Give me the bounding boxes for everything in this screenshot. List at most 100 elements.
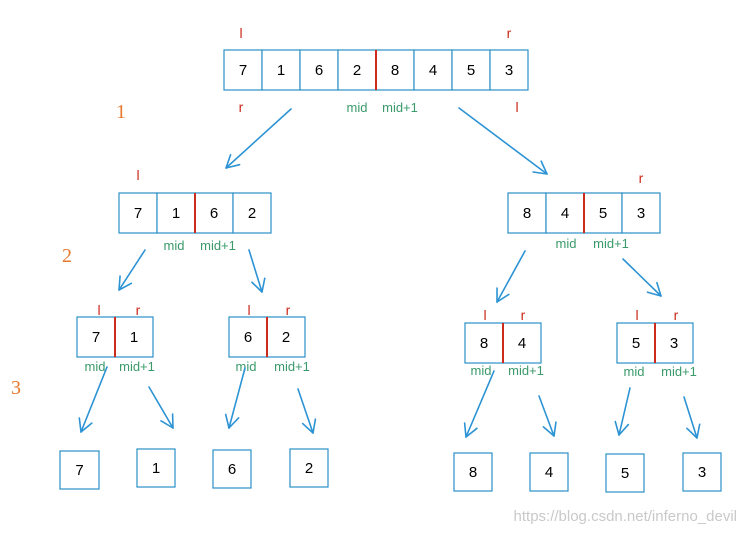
right-pointer-label: r (674, 307, 679, 323)
arrow (496, 250, 526, 303)
mid-label: mid (347, 100, 368, 115)
arrow (148, 386, 174, 429)
cell-value: 1 (277, 62, 285, 79)
array-cell (156, 192, 196, 234)
cell-value: 4 (561, 205, 569, 222)
cell-value: 1 (172, 205, 180, 222)
cell-value: 6 (228, 461, 236, 478)
cell-value: 6 (210, 205, 218, 222)
arrow (225, 108, 292, 169)
right-pointer-label: r (521, 307, 526, 323)
array-cell (654, 322, 694, 364)
arrow (538, 395, 557, 437)
cell-value: 5 (599, 205, 607, 222)
left-pointer-label: l (483, 307, 486, 323)
cell-value: 2 (305, 460, 313, 477)
array-cell (59, 450, 100, 490)
cell-value: 6 (315, 62, 323, 79)
array-cell (212, 449, 252, 489)
array-cell (375, 49, 415, 91)
arrow (622, 258, 662, 297)
cell-value: 8 (480, 335, 488, 352)
cell-value: 7 (92, 329, 100, 346)
array-cell (266, 316, 306, 358)
array-cell (136, 448, 176, 488)
arrow (683, 396, 701, 439)
cell-value: 7 (239, 62, 247, 79)
cell-value: 2 (282, 329, 290, 346)
array-cell (228, 316, 268, 358)
array-box: 8 4 5 3 (507, 192, 661, 234)
array-cell (489, 49, 529, 91)
mid-label: mid (236, 359, 257, 374)
watermark: https://blog.csdn.net/inferno_devil (514, 508, 737, 525)
array-cell (261, 49, 301, 91)
right-pointer-label: r (639, 170, 644, 186)
cell-value: 4 (545, 464, 553, 481)
array-cell (453, 452, 493, 492)
right-pointer-label: r (136, 302, 141, 318)
cell-value: 3 (637, 205, 645, 222)
mid-label: mid (471, 363, 492, 378)
leaf-box: 6 (212, 449, 252, 489)
cell-value: 1 (130, 329, 138, 346)
arrow (78, 366, 108, 433)
array-cell (529, 452, 569, 492)
mid-plus-one-label: mid+1 (593, 236, 629, 251)
cell-value: 2 (353, 62, 361, 79)
array-cell (289, 448, 329, 488)
cell-value: 1 (152, 460, 160, 477)
cell-value: 7 (134, 205, 142, 222)
array-cell (464, 322, 504, 364)
array-cell (583, 192, 623, 234)
cell-value: 3 (698, 464, 706, 481)
arrow (224, 367, 246, 429)
arrow (458, 107, 548, 175)
leaf-box: 4 (529, 452, 569, 492)
leaf-box: 3 (682, 452, 722, 492)
array-cell (232, 192, 272, 234)
cell-value: 3 (505, 62, 513, 79)
arrow (118, 249, 146, 291)
array-cell (299, 49, 339, 91)
cell-value: 5 (621, 465, 629, 482)
array-cell (502, 322, 542, 364)
level-number: 2 (62, 245, 72, 267)
array-cell (118, 192, 158, 234)
array-cell (621, 192, 661, 234)
mid-plus-one-label: mid+1 (382, 100, 418, 115)
right-pointer-label: r (239, 99, 244, 115)
array-cell (413, 49, 453, 91)
left-pointer-label: l (239, 25, 242, 41)
leaf-box: 1 (136, 448, 176, 488)
cell-value: 7 (75, 462, 83, 479)
cell-value: 8 (523, 205, 531, 222)
array-cell (76, 316, 116, 358)
array-cell (616, 322, 656, 364)
array-cell (114, 316, 154, 358)
array-cell (451, 49, 491, 91)
mid-plus-one-label: mid+1 (119, 359, 155, 374)
array-cell (545, 192, 585, 234)
arrow (463, 370, 495, 438)
cell-value: 4 (429, 62, 437, 79)
mid-label: mid (164, 238, 185, 253)
array-cell (605, 453, 645, 493)
leaf-box: 7 (59, 450, 100, 490)
left-pointer-label: l (97, 302, 100, 318)
mid-plus-one-label: mid+1 (508, 363, 544, 378)
mid-label: mid (556, 236, 577, 251)
cell-value: 5 (632, 335, 640, 352)
right-pointer-label: r (286, 302, 291, 318)
left-pointer-label: l (247, 302, 250, 318)
cell-value: 8 (469, 464, 477, 481)
cell-value: 6 (244, 329, 252, 346)
level-number: 1 (116, 101, 126, 123)
arrow (248, 249, 266, 293)
